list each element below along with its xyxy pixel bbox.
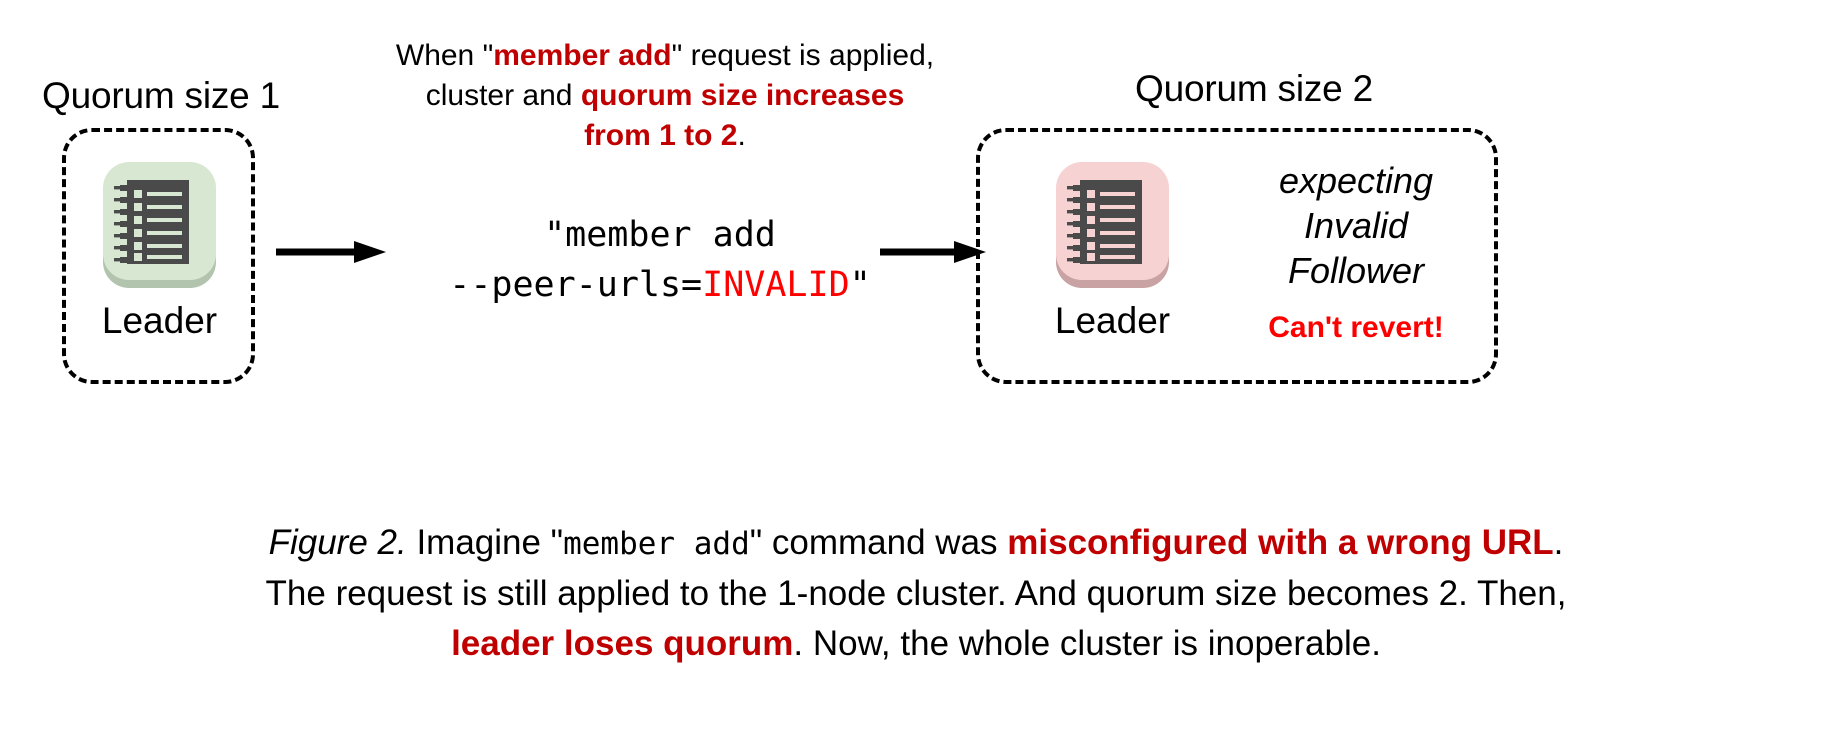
caption-seg-2: " command was <box>749 523 1008 562</box>
annotation-line1-emphasis: member add <box>493 39 672 72</box>
follower-note-line-3: Follower <box>1287 250 1425 291</box>
follower-status-note: expecting Invalid Follower Can't revert! <box>1228 158 1484 343</box>
caption-seg-1: Imagine " <box>406 523 564 562</box>
figure-caption: Figure 2. Imagine "member add" command w… <box>46 518 1786 669</box>
caption-emphasis-1: misconfigured with a wrong URL <box>1007 523 1554 562</box>
caption-seg-3: . <box>1553 523 1564 562</box>
command-text-block: "member add --peer-urls=INVALID" <box>400 210 920 310</box>
node-box-left <box>62 128 255 384</box>
ledger-glyph <box>1067 180 1142 264</box>
node-box-right <box>976 128 1498 384</box>
caption-seg-4: The request is still applied to the 1-no… <box>265 574 1567 613</box>
command-line2-invalid: INVALID <box>702 265 850 305</box>
node-right-content: Leader <box>1040 158 1185 339</box>
command-line2-post: " <box>849 265 871 305</box>
node-left-content: Leader <box>92 158 227 339</box>
quorum-size-left-caption: Quorum size 1 <box>42 75 280 116</box>
cant-revert-warning: Can't revert! <box>1268 311 1444 344</box>
arrow-left-to-command <box>276 240 386 264</box>
ledger-icon-pink <box>1052 158 1173 288</box>
annotation-line3-post: . <box>737 119 746 152</box>
node-right-label: Leader <box>1054 300 1171 341</box>
command-line2-pre: --peer-urls= <box>449 265 703 305</box>
ledger-glyph <box>114 180 189 264</box>
follower-note-line-1: expecting <box>1278 160 1434 201</box>
top-annotation: When "member add" request is applied, cl… <box>355 36 975 156</box>
ledger-icon-green <box>99 158 220 288</box>
annotation-line1-post: " request is applied, <box>671 39 935 72</box>
command-line-2: --peer-urls=INVALID" <box>400 260 920 310</box>
annotation-line2-emphasis: quorum size increases <box>580 79 905 112</box>
annotation-line3-emphasis: from 1 to 2 <box>584 119 738 152</box>
node-left-label: Leader <box>101 300 218 341</box>
caption-seg-5: . Now, the whole cluster is inoperable. <box>793 624 1381 663</box>
follower-note-line-2: Invalid <box>1303 205 1409 246</box>
quorum-size-right-caption: Quorum size 2 <box>1135 68 1373 109</box>
caption-emphasis-2: leader loses quorum <box>451 624 794 663</box>
command-line-1: "member add <box>544 215 776 255</box>
annotation-line2-pre: cluster and <box>425 79 581 112</box>
arrow-command-to-right <box>880 240 986 264</box>
caption-mono-command: member add <box>563 526 750 562</box>
figure-label: Figure 2. <box>268 523 407 562</box>
annotation-line1-pre: When " <box>395 39 494 72</box>
